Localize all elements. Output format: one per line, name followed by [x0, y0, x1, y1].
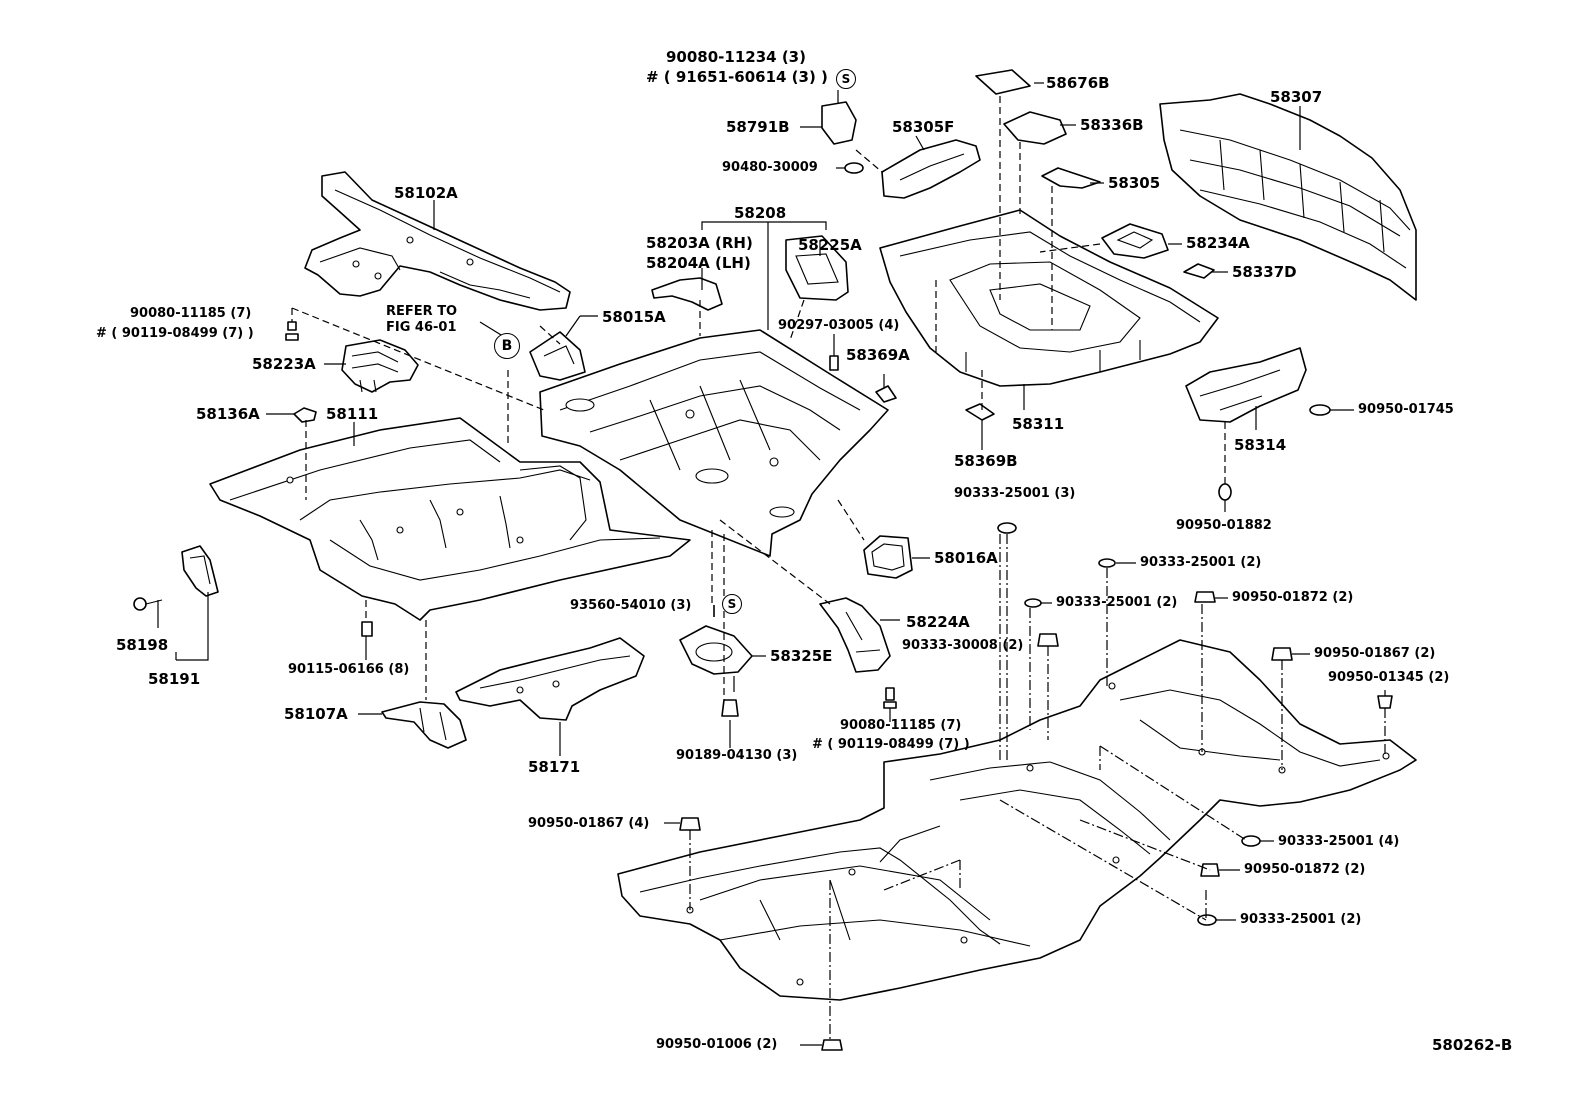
- label-58676B: 58676B: [1046, 74, 1110, 92]
- part-58305-drawing: [1041, 167, 1101, 189]
- label-90950-01867-4: 90950-01867 (4): [528, 816, 650, 831]
- label-58369A: 58369A: [846, 346, 910, 364]
- label-58311: 58311: [1012, 415, 1065, 433]
- diagram-id: 580262-B: [1432, 1036, 1513, 1054]
- part-58369B-drawing: [965, 403, 995, 421]
- s-marker-center: S: [722, 594, 742, 614]
- label-90333-25001-2a: 90333-25001 (2): [1140, 555, 1262, 570]
- part-58676B-drawing: [975, 69, 1031, 95]
- label-58204A: 58204A (LH): [646, 254, 751, 272]
- part-58102A-drawing: [304, 171, 571, 311]
- label-58307: 58307: [1270, 88, 1323, 106]
- label-90950-01882: 90950-01882: [1176, 518, 1272, 533]
- label-90950-01867-2: 90950-01867 (2): [1314, 646, 1436, 661]
- label-90950-01006: 90950-01006 (2): [656, 1037, 778, 1052]
- label-58225A: 58225A: [798, 236, 862, 254]
- label-58369B: 58369B: [954, 452, 1018, 470]
- part-58107A-drawing: [381, 701, 467, 749]
- part-58314-drawing: [1185, 347, 1307, 423]
- label-58136A: 58136A: [196, 405, 260, 423]
- label-90480-30009: 90480-30009: [722, 160, 818, 175]
- label-fig-46-01: FIG 46-01: [386, 320, 457, 335]
- label-58208: 58208: [734, 204, 787, 222]
- label-58791B: 58791B: [726, 118, 790, 136]
- label-90080-11234: 90080-11234 (3): [666, 48, 806, 66]
- label-58305: 58305: [1108, 174, 1161, 192]
- part-58136A-drawing: [293, 407, 317, 423]
- label-90333-25001-4: 90333-25001 (4): [1278, 834, 1400, 849]
- label-90950-01872-lower: 90950-01872 (2): [1244, 862, 1366, 877]
- part-58234A-drawing: [1101, 223, 1169, 259]
- label-58102A: 58102A: [394, 184, 458, 202]
- part-58208-drawing: [539, 329, 889, 557]
- label-58111: 58111: [326, 405, 379, 423]
- label-58198: 58198: [116, 636, 169, 654]
- s-marker-top: S: [836, 69, 856, 89]
- label-90950-01345: 90950-01345 (2): [1328, 670, 1450, 685]
- label-90333-25001-2b: 90333-25001 (2): [1056, 595, 1178, 610]
- assembly-lines: [291, 96, 1386, 1040]
- part-58171-drawing: [455, 637, 645, 721]
- under-cover-drawing: [617, 639, 1417, 1001]
- fasteners: [285, 162, 1393, 1051]
- part-58791B-drawing: [821, 101, 857, 145]
- part-58225A-drawing: [785, 235, 849, 301]
- label-58016A: 58016A: [934, 549, 998, 567]
- label-58305F: 58305F: [892, 118, 955, 136]
- label-58314: 58314: [1234, 436, 1287, 454]
- part-58224A-drawing: [819, 597, 891, 673]
- leader-lines: [157, 82, 1386, 1046]
- label-90119-08499-lower: # ( 90119-08499 (7) ): [812, 737, 970, 752]
- label-90950-01745: 90950-01745: [1358, 402, 1454, 417]
- label-90333-30008: 90333-30008 (2): [902, 638, 1024, 653]
- label-58203A: 58203A (RH): [646, 234, 753, 252]
- label-58234A: 58234A: [1186, 234, 1250, 252]
- label-90119-08499-upper: # ( 90119-08499 (7) ): [96, 326, 254, 341]
- part-58016A-drawing: [863, 535, 913, 579]
- part-58337D-drawing: [1183, 263, 1215, 279]
- label-58107A: 58107A: [284, 705, 348, 723]
- label-90333-25001-2c: 90333-25001 (2): [1240, 912, 1362, 927]
- label-refer-to: REFER TO: [386, 304, 458, 319]
- part-58191-drawing: [133, 545, 219, 611]
- label-90950-01872-upper: 90950-01872 (2): [1232, 590, 1354, 605]
- part-58311-drawing: [879, 209, 1219, 387]
- label-90189-04130: 90189-04130 (3): [676, 748, 798, 763]
- part-58369A-drawing: [875, 385, 897, 403]
- label-90080-11185-upper: 90080-11185 (7): [130, 306, 252, 321]
- part-58111-drawing: [209, 417, 691, 621]
- label-93560-54010: 93560-54010 (3): [570, 598, 692, 613]
- label-58224A: 58224A: [906, 613, 970, 631]
- label-58336B: 58336B: [1080, 116, 1144, 134]
- label-58191: 58191: [148, 670, 201, 688]
- b-marker: B: [494, 333, 520, 359]
- label-58337D: 58337D: [1232, 263, 1297, 281]
- label-90297-03005: 90297-03005 (4): [778, 318, 900, 333]
- part-58305F-drawing: [881, 139, 981, 199]
- part-58307-drawing: [1159, 93, 1417, 301]
- label-58015A: 58015A: [602, 308, 666, 326]
- label-58171: 58171: [528, 758, 581, 776]
- part-58015A-drawing: [529, 331, 586, 381]
- part-58325E-drawing: [679, 625, 753, 675]
- label-91651-60614: # ( 91651-60614 (3) ): [646, 68, 828, 86]
- part-58203A-drawing: [651, 277, 723, 311]
- label-58325E: 58325E: [770, 647, 833, 665]
- label-58223A: 58223A: [252, 355, 316, 373]
- part-58336B-drawing: [1003, 111, 1067, 145]
- label-90333-25001-3: 90333-25001 (3): [954, 486, 1076, 501]
- label-90115-06166: 90115-06166 (8): [288, 662, 410, 677]
- label-90080-11185-lower: 90080-11185 (7): [840, 718, 962, 733]
- part-58223A-drawing: [341, 339, 419, 393]
